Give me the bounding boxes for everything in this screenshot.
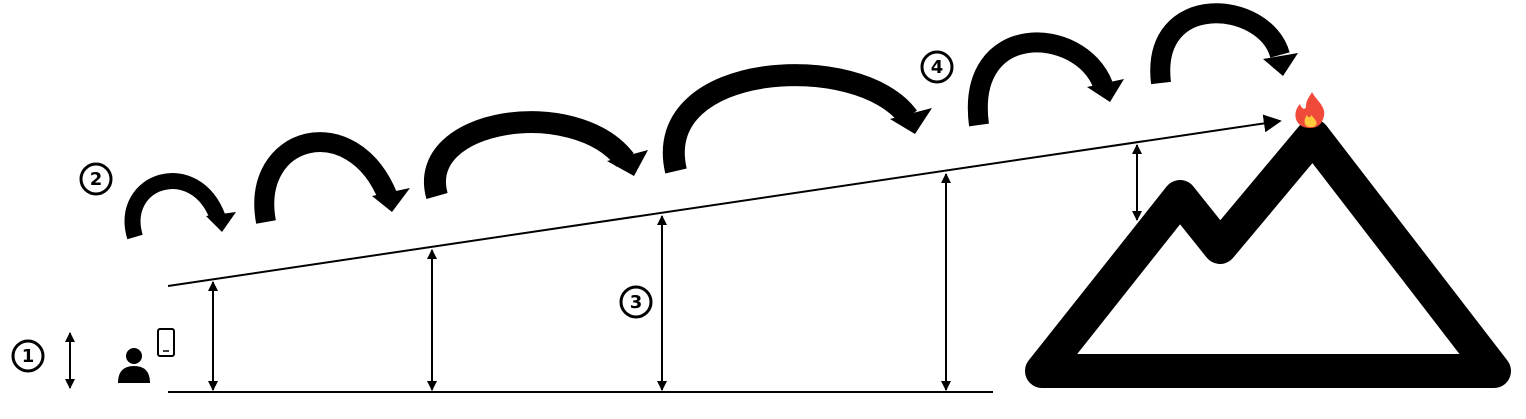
person-icon — [118, 348, 150, 383]
hop-arrow-4 — [662, 64, 932, 174]
fire-icon — [1295, 92, 1325, 128]
step-1-label: 1 — [22, 346, 35, 367]
step-3-marker: 3 — [619, 285, 653, 319]
step-4-marker: 4 — [920, 50, 954, 84]
step-1-marker: 1 — [11, 339, 45, 373]
step-4-label: 4 — [931, 57, 944, 78]
hop-arrow-3 — [424, 111, 648, 199]
hop-arrow-2 — [254, 132, 410, 224]
step-3-label: 3 — [630, 292, 643, 313]
hop-arrow-1 — [124, 173, 236, 240]
mountain-icon — [1025, 119, 1511, 388]
hop-arrow-6 — [1150, 3, 1298, 85]
step-2-label: 2 — [90, 169, 103, 190]
hop-arrow-5 — [967, 32, 1124, 127]
phone-icon — [157, 328, 175, 357]
step-2-marker: 2 — [79, 162, 113, 196]
trend-line — [167, 114, 1282, 287]
